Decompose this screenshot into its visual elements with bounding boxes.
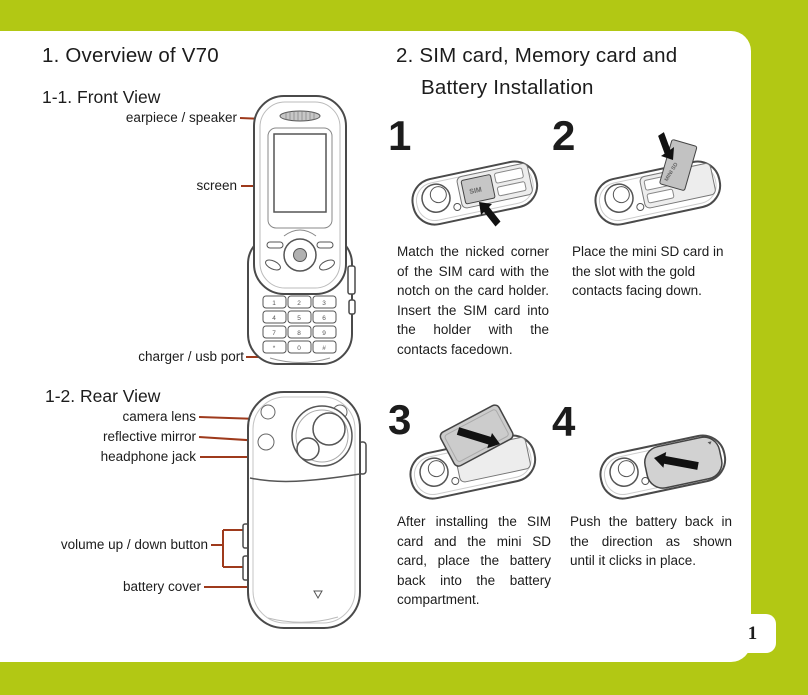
svg-text:2: 2 [297, 300, 301, 307]
label-screen: screen [196, 178, 237, 193]
step-1-number: 1 [388, 112, 411, 159]
step-4-text: Push the battery back in the direction a… [570, 514, 732, 568]
svg-text:7: 7 [272, 330, 276, 337]
reflective-mirror-part [296, 437, 320, 461]
svg-text:*: * [273, 345, 276, 352]
label-battery-cover: battery cover [122, 579, 201, 594]
label-reflective-mirror: reflective mirror [102, 429, 196, 444]
step-3-illustration [409, 404, 537, 500]
svg-text:#: # [322, 345, 326, 352]
section2-title-line2: Battery Installation [421, 76, 594, 99]
step-1-text: Match the nicked corner of the SIM card … [397, 244, 549, 357]
svg-text:4: 4 [272, 315, 276, 322]
svg-text:9: 9 [322, 330, 326, 337]
label-headphone-jack: headphone jack [100, 449, 196, 464]
section2-title-line1: 2. SIM card, Memory card and [396, 44, 678, 67]
front-view-phone-illustration: 1 2 3 4 5 6 7 8 9 * 0 # [247, 95, 356, 365]
step-1-illustration: SIM [411, 160, 539, 227]
step-3-number: 3 [388, 396, 411, 443]
svg-text:1: 1 [272, 300, 276, 307]
svg-text:8: 8 [297, 330, 301, 337]
label-volume-buttons: volume up / down button [60, 537, 208, 552]
step-2-text: Place the mini SD card in the slot with … [572, 244, 724, 298]
push-arrow [654, 452, 699, 470]
sim-card-part [460, 174, 496, 205]
label-camera-lens: camera lens [122, 409, 196, 424]
svg-text:3: 3 [322, 300, 326, 307]
svg-text:6: 6 [322, 315, 326, 322]
sim-card-label: SIM [469, 187, 483, 196]
rear-view-phone-illustration [242, 391, 367, 629]
step-4-illustration [599, 434, 727, 500]
screen-part [273, 133, 327, 213]
step-4-number: 4 [552, 398, 575, 445]
rear-view-heading: 1-2. Rear View [45, 386, 161, 406]
insert-arrow [479, 202, 501, 227]
battery-cover-part [249, 473, 361, 483]
svg-text:5: 5 [297, 315, 301, 322]
step-3-text: After installing the SIM card and the mi… [397, 514, 551, 607]
page-number-tab: 1 [729, 614, 776, 653]
insert-arrow [456, 427, 500, 449]
step-2-illustration: MINI SD [594, 132, 722, 226]
svg-text:0: 0 [297, 345, 301, 352]
section1-title: 1. Overview of V70 [42, 44, 219, 67]
insert-arrow [658, 132, 674, 160]
label-earpiece-speaker: earpiece / speaker [125, 110, 237, 125]
front-view-heading: 1-1. Front View [42, 87, 161, 107]
page-number: 1 [747, 622, 758, 644]
keypad-digits: 1 2 3 4 5 6 7 8 9 * 0 # [272, 300, 326, 352]
step-2-number: 2 [552, 112, 575, 159]
camera-lens-part [312, 412, 346, 446]
content-panel [0, 31, 751, 662]
label-charger-usb-port: charger / usb port [138, 349, 244, 364]
